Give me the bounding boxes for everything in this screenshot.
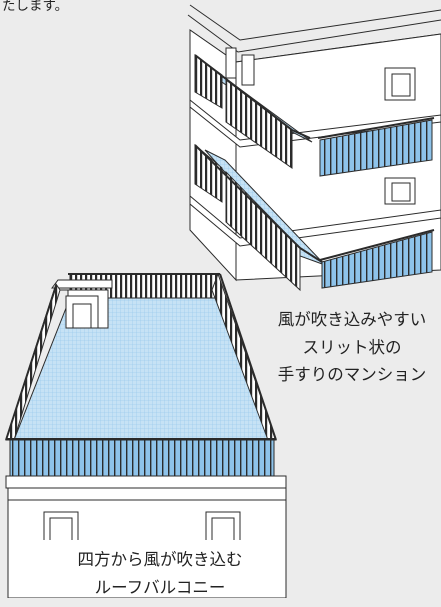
roof-building xyxy=(5,272,287,598)
apartment-caption-line-1: 風が吹き込みやすい xyxy=(277,310,427,329)
apartment-caption-line-3: 手すりのマンション xyxy=(277,365,427,384)
roof-caption-line-1: 四方から風が吹き込む xyxy=(77,550,243,569)
apartment-caption: 風が吹き込みやすい スリット状の 手すりのマンション xyxy=(260,310,441,395)
intro-text-fragment: たします。 xyxy=(2,0,69,14)
apartment-balconies xyxy=(194,54,435,292)
apartment-caption-line-2: スリット状の xyxy=(302,337,402,357)
roof-caption-line-2: ルーフバルコニー xyxy=(94,577,226,597)
roof-caption: 四方から風が吹き込む ルーフバルコニー xyxy=(20,550,300,607)
